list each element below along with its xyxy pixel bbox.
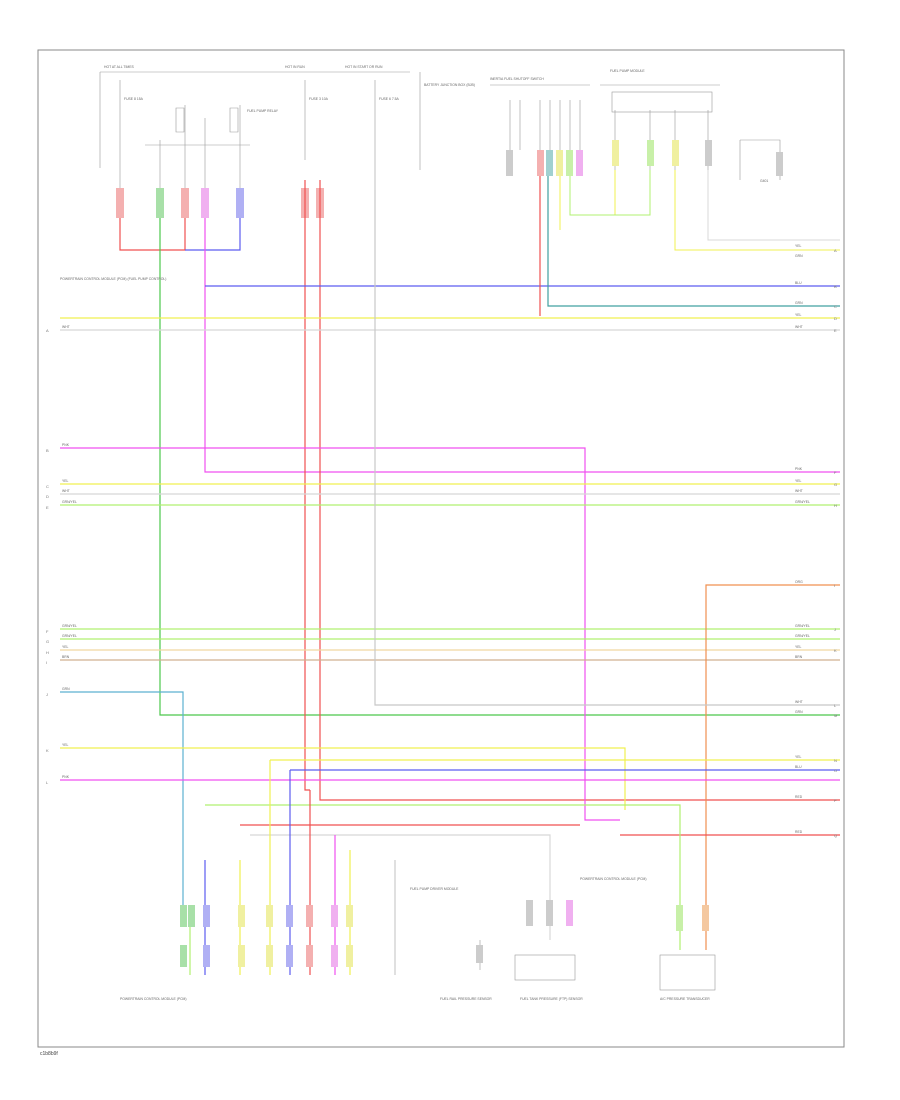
fuse-left-label: FUSE 8 15A: [124, 97, 144, 101]
ref-letter: P: [834, 798, 837, 803]
wire-label: GRN/YEL: [795, 634, 810, 638]
ref-letter: B: [834, 284, 837, 289]
wire-label: YEL: [795, 313, 802, 317]
ref-letter: J: [834, 627, 836, 632]
ref-letter: N: [834, 758, 837, 763]
top-right-connectors: [506, 140, 783, 176]
top-right-wires: [559, 150, 840, 251]
bottom-components: [394, 860, 716, 991]
wire-label: GRN: [795, 301, 803, 305]
ref-letter: I: [834, 583, 835, 588]
fuel-pump-module-label: FUEL PUMP MODULE: [610, 69, 645, 73]
fuse-right-hot-label: HOT IN START OR RUN: [345, 65, 383, 69]
wire-label: GRN/YEL: [62, 624, 77, 628]
footer-code: c1b8b9f: [40, 1051, 58, 1057]
ref-letter: A: [834, 248, 837, 253]
fuse-mid-hot-label: HOT IN RUN: [285, 65, 305, 69]
wire-label: WHT: [795, 325, 803, 329]
ref-letter: L: [834, 703, 837, 708]
ref-letter: G: [46, 639, 49, 644]
wire-label: YEL: [62, 645, 69, 649]
wire-label: YEL: [62, 479, 69, 483]
wire-label: GRN/YEL: [795, 500, 810, 504]
fuse-left-hot-label: HOT AT ALL TIMES: [104, 65, 135, 69]
top-right-components: [490, 84, 781, 180]
fuse-group-left: [99, 71, 421, 195]
wire-label: BRN: [795, 655, 803, 659]
ref-letter: F: [46, 629, 49, 634]
ref-letter: K: [46, 748, 49, 753]
ref-letter: G: [834, 482, 837, 487]
wire-label: GRN/YEL: [795, 624, 810, 628]
wire-label: PNK: [795, 467, 803, 471]
wire-label: YEL: [795, 479, 802, 483]
wire-label: WHT: [795, 700, 803, 704]
wire-label: GRN: [795, 254, 803, 258]
wire-label: GRN/YEL: [62, 634, 77, 638]
ref-letter: H: [46, 650, 49, 655]
ground-label: G401: [760, 179, 768, 183]
inertia-switch-label: INERTIA FUEL SHUTOFF SWITCH: [490, 77, 544, 81]
wire-label: PNK: [62, 443, 70, 447]
ref-letter: F: [834, 470, 837, 475]
wire-label: BLU: [795, 281, 802, 285]
wires: [60, 150, 840, 975]
wire-label: WHT: [62, 489, 70, 493]
wire-label: BLU: [795, 765, 802, 769]
ref-letter: I: [46, 660, 47, 665]
ref-letter: E: [834, 328, 837, 333]
ref-letter: K: [834, 648, 837, 653]
ref-letter: O: [834, 768, 837, 773]
left-controller-label: POWERTRAIN CONTROL MODULE (PCM) (FUEL PU…: [60, 277, 166, 281]
left-refs: A B C D E F G H I J K L: [46, 328, 49, 785]
wire-label: RED: [795, 795, 803, 799]
ref-letter: D: [834, 316, 837, 321]
bottom-connectors: [180, 900, 709, 967]
ref-letter: C: [46, 484, 49, 489]
diagram-frame: [37, 49, 845, 1048]
left-wire-labels: WHT PNK YEL WHT GRN/YEL GRN/YEL GRN/YEL …: [62, 325, 77, 779]
relay-label: FUEL PUMP RELAY: [247, 109, 279, 113]
wire-label: YEL: [62, 743, 69, 747]
ftp-sensor-label: FUEL TANK PRESSURE (FTP) SENSOR: [520, 997, 583, 1001]
wire-label: WHT: [62, 325, 70, 329]
right-wire-labels: YEL GRN BLU GRN YEL WHT PNK YEL WHT GRN/…: [795, 244, 810, 834]
ref-letter: M: [834, 713, 837, 718]
fuse-mid-label: FUSE 3 10A: [309, 97, 329, 101]
fuse-right-label: FUSE 6 7.5A: [379, 97, 400, 101]
wire-label: GRN: [795, 710, 803, 714]
wire-label: YEL: [795, 645, 802, 649]
wire-label: WHT: [795, 489, 803, 493]
wire-label: RED: [795, 830, 803, 834]
right-refs: A B C D E F G H I J K L M N O P Q: [834, 248, 837, 838]
wire-label: BRN: [62, 655, 70, 659]
ref-letter: D: [46, 494, 49, 499]
wire-label: YEL: [795, 244, 802, 248]
top-left-connectors: [116, 188, 324, 218]
ref-letter: B: [46, 448, 49, 453]
ac-pressure-label: A/C PRESSURE TRANSDUCER: [660, 997, 710, 1001]
pcm-bottom-label: POWERTRAIN CONTROL MODULE (PCM): [120, 997, 187, 1001]
ref-letter: E: [46, 505, 49, 510]
pcm-main-label: POWERTRAIN CONTROL MODULE (PCM): [580, 877, 647, 881]
wire-label: GRN: [62, 687, 70, 691]
ref-letter: J: [46, 692, 48, 697]
fuel-rail-sensor-label: FUEL RAIL PRESSURE SENSOR: [440, 997, 492, 1001]
wire-label: ORG: [795, 580, 803, 584]
center-note: FUEL PUMP DRIVER MODULE: [410, 887, 459, 891]
ref-letter: A: [46, 328, 49, 333]
ref-letter: Q: [834, 833, 837, 838]
ref-letter: C: [834, 304, 837, 309]
ref-letter: L: [46, 780, 49, 785]
wire-label: GRN/YEL: [62, 500, 77, 504]
wire-label: PNK: [62, 775, 70, 779]
power-dist-label: BATTERY JUNCTION BOX (BJB): [424, 83, 475, 87]
ref-letter: H: [834, 503, 837, 508]
wire-label: YEL: [795, 755, 802, 759]
